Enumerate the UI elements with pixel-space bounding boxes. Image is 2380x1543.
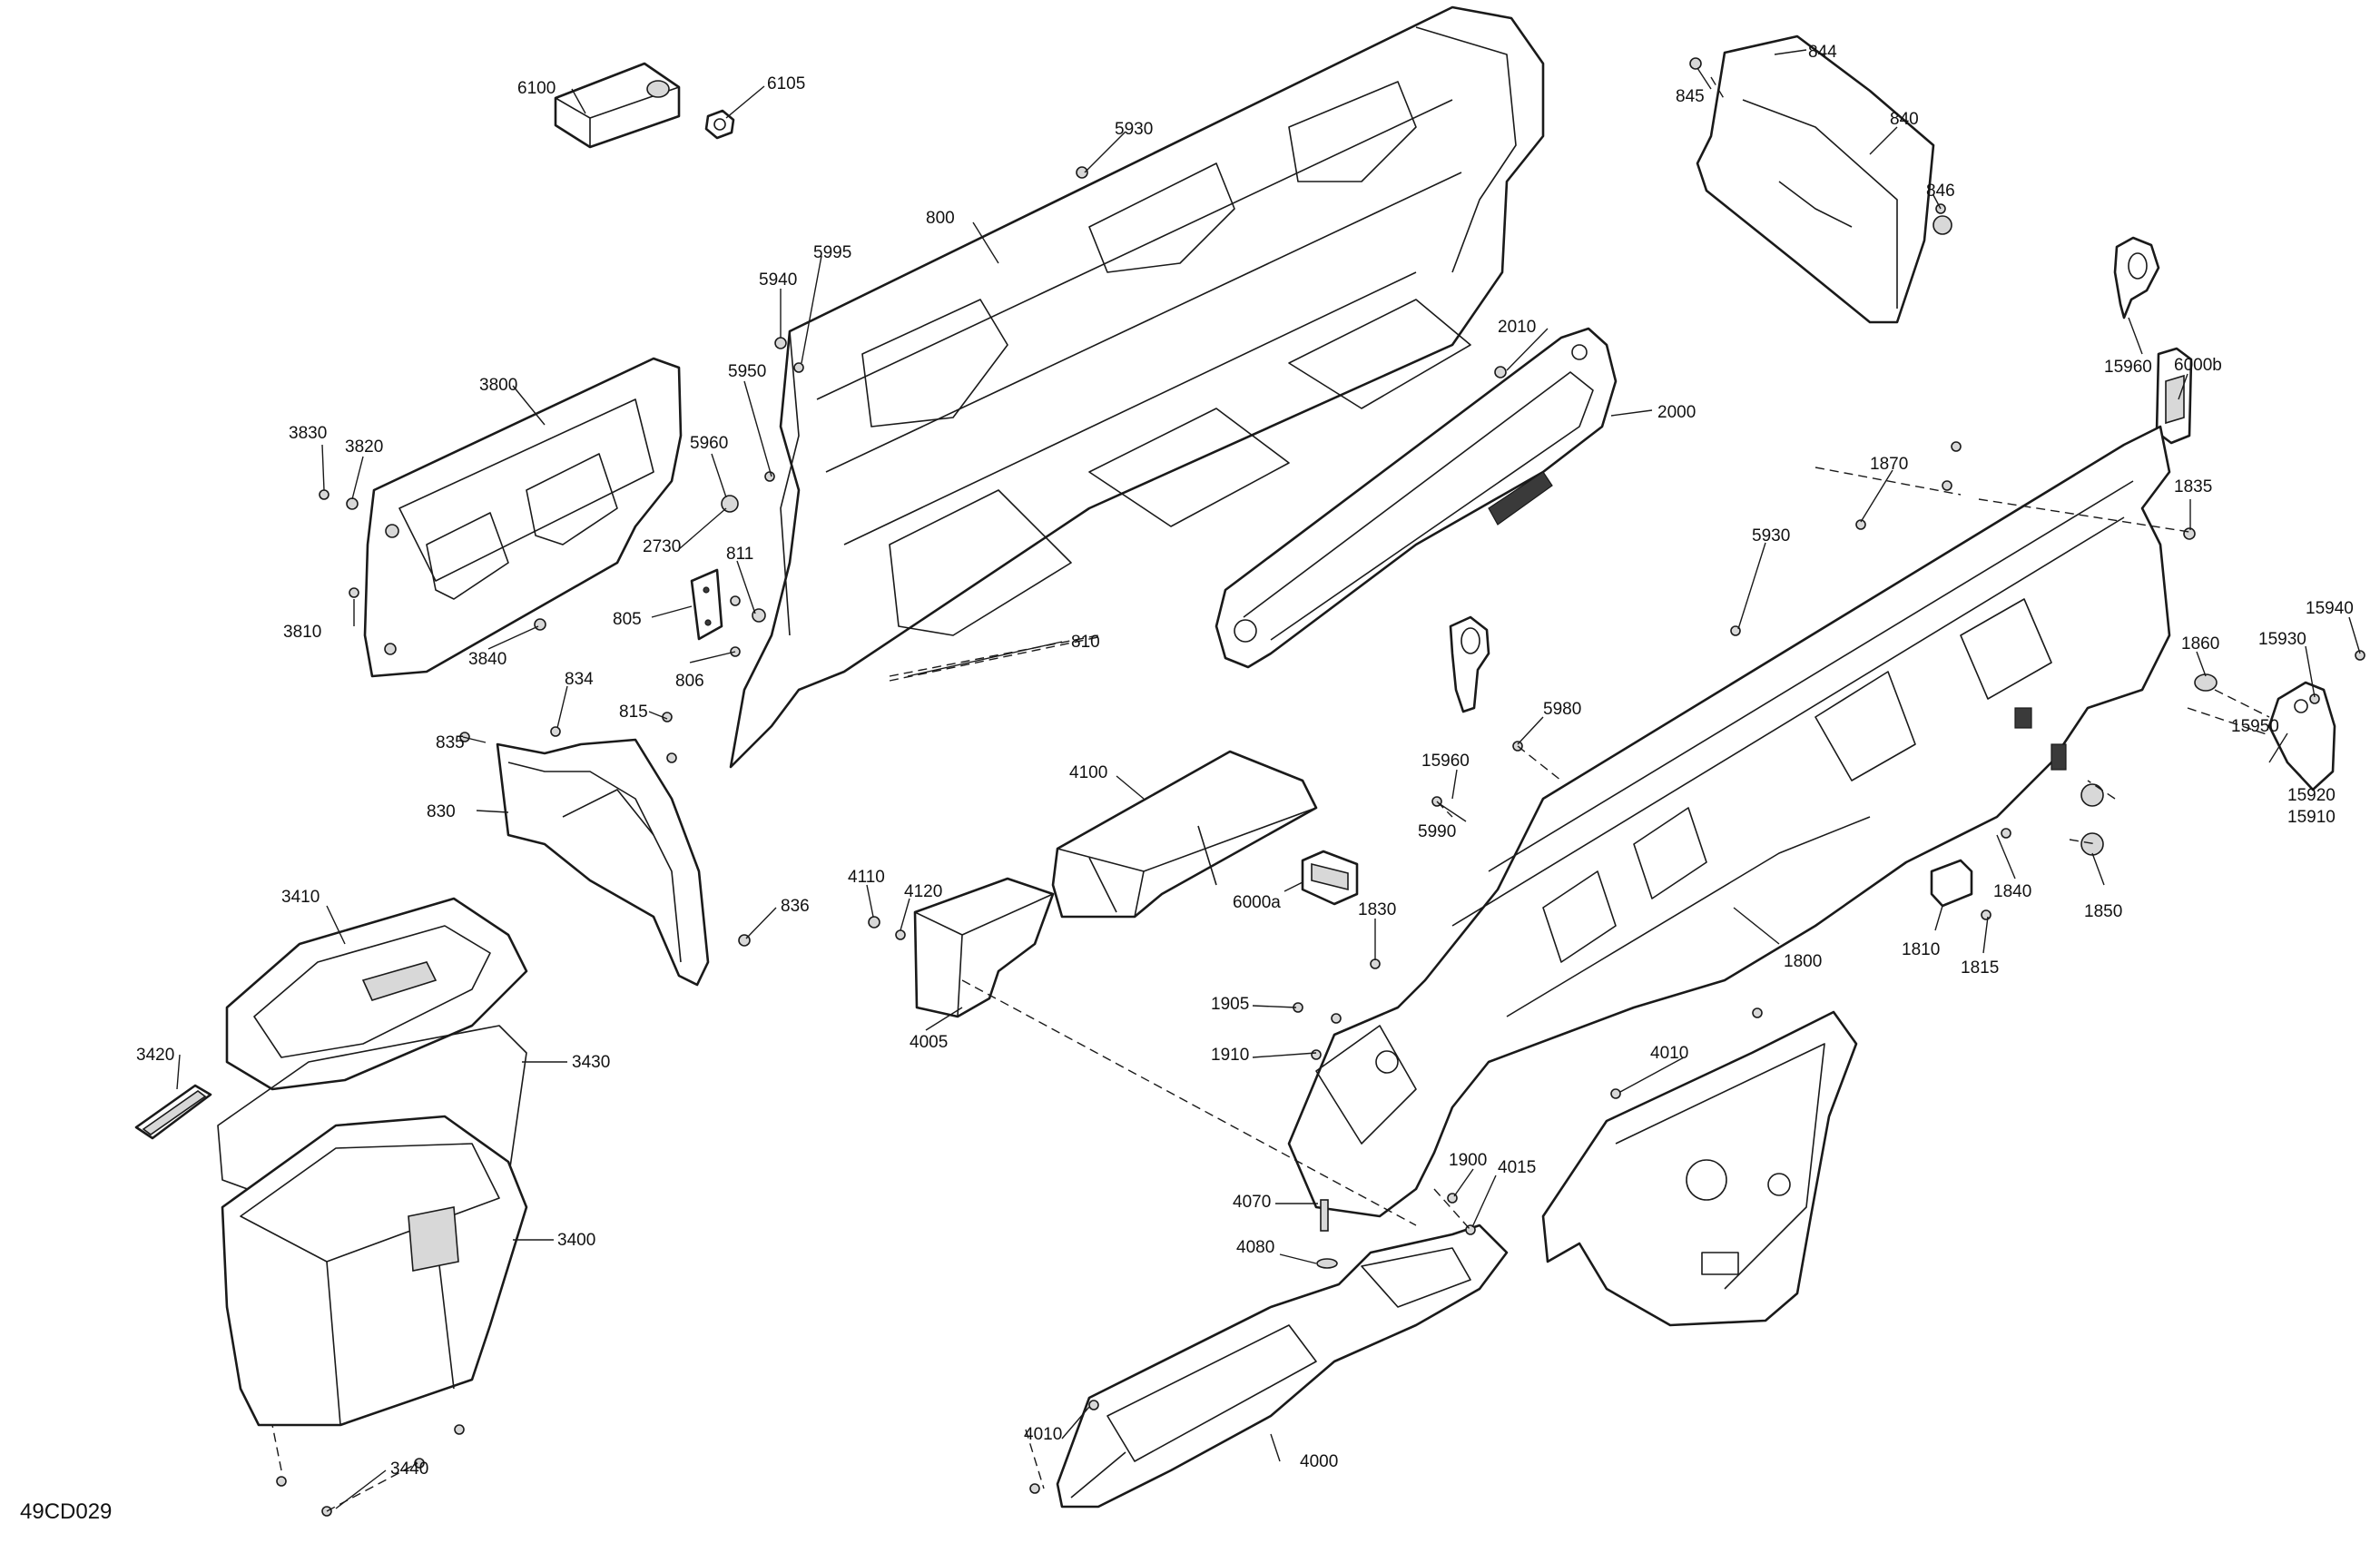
- callout-3840: 3840: [468, 650, 506, 669]
- callout-1835: 1835: [2174, 477, 2212, 496]
- callout-4120: 4120: [904, 882, 942, 901]
- callout-6000a: 6000a: [1233, 893, 1281, 912]
- callout-1830: 1830: [1358, 900, 1396, 919]
- part-4100-duct: [1051, 750, 1318, 919]
- callout-810: 810: [1071, 633, 1100, 652]
- callout-4080: 4080: [1236, 1238, 1274, 1257]
- part-15960-latch-middle: [1449, 615, 1490, 713]
- callout-1840: 1840: [1993, 882, 2031, 901]
- part-4005-bracket: [913, 877, 1055, 1018]
- part-6000a: [1301, 850, 1359, 906]
- part-4000-duct: [1056, 1224, 1509, 1509]
- callout-3800: 3800: [479, 376, 517, 395]
- callout-15930: 15930: [2258, 630, 2306, 649]
- callout-15960: 15960: [2104, 358, 2152, 377]
- callout-4010-right: 4010: [1650, 1044, 1688, 1063]
- callout-15910: 15910: [2287, 808, 2336, 827]
- callout-806: 806: [675, 672, 704, 691]
- part-15960-latch-upper: [2113, 236, 2160, 319]
- part-4010-right-panel: [1541, 1010, 1858, 1327]
- callout-5950: 5950: [728, 362, 766, 381]
- leader-lines: [176, 49, 2361, 1509]
- part-840-bracket: [1696, 34, 1952, 324]
- callout-1815: 1815: [1961, 958, 1999, 978]
- callout-4000: 4000: [1300, 1452, 1338, 1471]
- callout-830: 830: [427, 802, 456, 821]
- callout-834: 834: [565, 670, 594, 689]
- callout-4005: 4005: [910, 1033, 948, 1052]
- callout-1810: 1810: [1902, 940, 1940, 959]
- callout-5940: 5940: [759, 270, 797, 290]
- part-3420-handle: [134, 1084, 212, 1140]
- part-3400-box: [221, 1115, 528, 1427]
- callout-5960: 5960: [690, 434, 728, 453]
- callout-6000b: 6000b: [2174, 356, 2222, 375]
- part-6100-block: [554, 62, 681, 149]
- callout-4015: 4015: [1498, 1158, 1536, 1177]
- part-15920-bracket: [2267, 681, 2336, 791]
- callout-1860: 1860: [2181, 634, 2219, 654]
- callout-3410: 3410: [281, 888, 320, 907]
- callout-836: 836: [781, 897, 810, 916]
- callout-3820: 3820: [345, 437, 383, 457]
- callout-15960-mid: 15960: [1421, 752, 1470, 771]
- callout-3810: 3810: [283, 623, 321, 642]
- part-6000b: [2155, 347, 2193, 445]
- callout-4010-left: 4010: [1024, 1425, 1062, 1444]
- callout-6100: 6100: [517, 79, 556, 98]
- callout-2010: 2010: [1498, 318, 1536, 337]
- callout-5990: 5990: [1418, 822, 1456, 841]
- callout-6105: 6105: [767, 74, 805, 93]
- part-3800-side-panel: [363, 357, 683, 678]
- part-1800-frame: [1287, 425, 2171, 1218]
- callout-844: 844: [1808, 43, 1837, 62]
- callout-5980: 5980: [1543, 700, 1581, 719]
- part-830-bracket: [496, 738, 710, 987]
- part-1850-grommets: [2080, 783, 2104, 856]
- part-3410-lid: [225, 897, 528, 1091]
- callout-3420: 3420: [136, 1046, 174, 1065]
- callout-3430: 3430: [572, 1053, 610, 1072]
- callout-3830: 3830: [289, 424, 327, 443]
- callout-labels: 6100 6105 5930 800 5940 5995 3800 3830 3…: [136, 43, 2354, 1479]
- fasteners: [276, 57, 2365, 1517]
- callout-5930-mid: 5930: [1752, 526, 1790, 545]
- callout-805: 805: [613, 610, 642, 629]
- assembly-lines: [271, 76, 2270, 1512]
- callout-4070: 4070: [1233, 1193, 1271, 1212]
- callout-846: 846: [1926, 182, 1955, 201]
- callout-4110: 4110: [848, 868, 885, 887]
- callout-845: 845: [1676, 87, 1705, 106]
- callout-4100: 4100: [1069, 763, 1107, 782]
- callout-1870: 1870: [1870, 455, 1908, 474]
- callout-840: 840: [1890, 110, 1919, 129]
- callout-835: 835: [436, 733, 465, 752]
- part-805-plate: [690, 568, 723, 641]
- part-2000-rail: [1215, 327, 1618, 669]
- part-800-rear-panel: [729, 5, 1545, 769]
- callout-811: 811: [726, 545, 753, 564]
- callout-1910: 1910: [1211, 1046, 1249, 1065]
- callout-15940: 15940: [2306, 599, 2354, 618]
- callout-1900: 1900: [1449, 1151, 1487, 1170]
- callout-1800: 1800: [1784, 952, 1822, 971]
- callout-3440: 3440: [390, 1459, 428, 1479]
- callout-1905: 1905: [1211, 995, 1249, 1014]
- part-1810-module: [1930, 859, 1973, 908]
- drawing-id: 49CD029: [20, 1499, 112, 1524]
- callout-2730: 2730: [643, 537, 681, 556]
- callout-15920: 15920: [2287, 786, 2336, 805]
- callout-815: 815: [619, 703, 648, 722]
- callout-5930: 5930: [1115, 120, 1153, 139]
- callout-800: 800: [926, 209, 955, 228]
- callout-2000: 2000: [1657, 403, 1696, 422]
- callout-5995: 5995: [813, 243, 851, 262]
- callout-15950: 15950: [2231, 717, 2279, 736]
- callout-3400: 3400: [557, 1231, 595, 1250]
- part-1860-grommet: [2194, 673, 2218, 692]
- callout-1850: 1850: [2084, 902, 2122, 921]
